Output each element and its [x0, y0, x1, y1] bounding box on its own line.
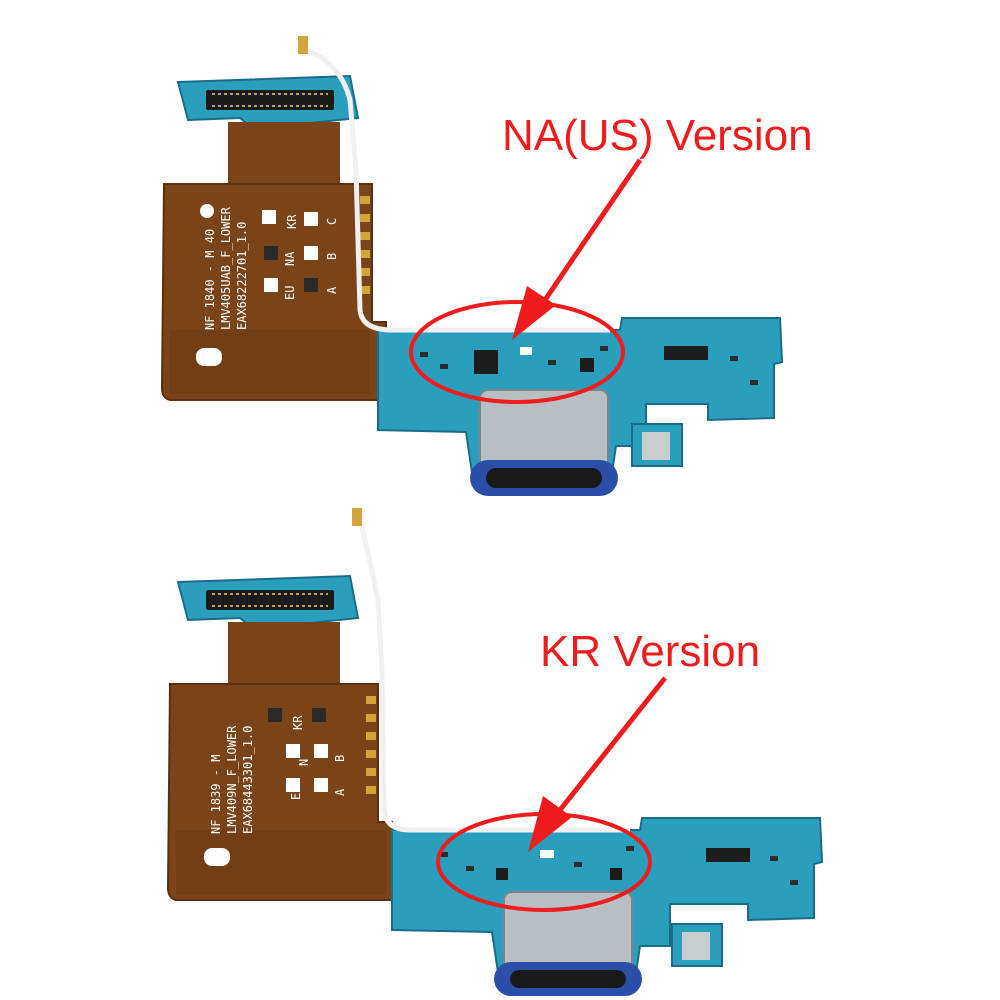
bottom-marker-kr: KR — [291, 715, 305, 730]
top-flex-slot — [196, 348, 222, 366]
top-antenna-cable — [299, 45, 610, 333]
bottom-marker-eu: EU — [289, 786, 303, 800]
top-marker-labels-e: EU — [283, 286, 297, 300]
bottom-marker-labels-c: B — [333, 755, 347, 762]
top-small-chip — [580, 358, 594, 372]
top-antenna-tip — [298, 36, 308, 54]
bottom-passives — [440, 846, 798, 885]
top-ic-chip — [474, 350, 498, 374]
bottom-silk-line-2: LMV409N_F_LOWER — [225, 725, 239, 834]
top-silkscreen-group: NF 1840 - M 40 LMV405UAB_F_LOWER EAX6822… — [203, 206, 249, 330]
top-arrow-shaft — [542, 158, 643, 302]
top-fpc-connector — [664, 346, 708, 360]
kr-version-label: KR Version — [540, 627, 761, 676]
bottom-usb-c-opening — [510, 970, 626, 988]
top-flex-hole — [200, 204, 214, 218]
bottom-arrow-head — [528, 796, 572, 852]
bottom-marker-b: B — [333, 755, 347, 762]
top-silk-line-1: NF 1840 - M 40 — [203, 229, 217, 330]
top-usb-c-opening — [486, 468, 602, 488]
bottom-fpc-connector — [706, 848, 750, 862]
top-marker-labels-a: KR — [285, 214, 299, 229]
bottom-antenna-tip — [352, 508, 362, 526]
bottom-board-photo: NF 1839 - M LMV409N_F_LOWER EAX68443301_… — [0, 500, 1000, 1000]
top-marker-labels-d: B — [325, 253, 339, 260]
top-connector-pins — [212, 93, 328, 107]
top-board-photo: NF 1840 - M 40 LMV405UAB_F_LOWER EAX6822… — [160, 36, 813, 496]
bottom-marker-a: A — [333, 788, 347, 796]
top-marker-eu: EU — [283, 286, 297, 300]
bottom-edge-contacts — [366, 696, 376, 794]
bottom-marker-n: N — [297, 759, 311, 766]
bottom-silk-line-1: NF 1839 - M — [209, 755, 223, 834]
bottom-connector-pins — [212, 593, 328, 607]
top-board-drawing: NF 1840 - M 40 LMV405UAB_F_LOWER EAX6822… — [160, 36, 784, 496]
top-marker-labels-f: A — [325, 286, 339, 294]
top-marker-a: A — [325, 286, 339, 294]
bottom-flex-neck — [228, 622, 340, 684]
top-edge-contacts — [360, 196, 370, 294]
bottom-marker-labels-e: A — [333, 788, 347, 796]
top-marker-b: B — [325, 253, 339, 260]
top-flex-neck — [228, 122, 340, 184]
bottom-flex-slot — [204, 848, 230, 866]
bottom-silk-line-3: EAX68443301_1.0 — [241, 726, 255, 834]
top-passives — [420, 346, 758, 385]
bottom-small-chip — [610, 868, 622, 880]
bottom-ic-chip — [496, 868, 508, 880]
top-white-pad — [520, 347, 532, 355]
top-marker-kr: KR — [285, 214, 299, 229]
bottom-marker-grid — [268, 708, 328, 792]
top-arrow-head — [512, 286, 556, 340]
top-marker-grid — [262, 210, 318, 292]
bottom-antenna-cable — [357, 519, 630, 833]
bottom-arrow-shaft — [558, 676, 667, 812]
bottom-silkscreen-group: NF 1839 - M LMV409N_F_LOWER EAX68443301_… — [209, 725, 255, 834]
top-silk-line-3: EAX68222701_1.0 — [235, 222, 249, 330]
top-marker-c: C — [325, 218, 339, 225]
top-marker-na: NA — [283, 251, 297, 266]
bottom-microphone-can — [682, 932, 710, 960]
top-marker-labels-c: NA — [283, 251, 297, 266]
na-us-version-label: NA(US) Version — [502, 111, 813, 160]
top-marker-labels-b: C — [325, 218, 339, 225]
bottom-marker-labels-b: N — [297, 759, 311, 766]
bottom-white-pad — [540, 850, 554, 858]
top-silk-line-2: LMV405UAB_F_LOWER — [219, 206, 233, 330]
bottom-board-drawing: NF 1839 - M LMV409N_F_LOWER EAX68443301_… — [166, 508, 824, 996]
top-highlight-ellipse — [409, 300, 625, 404]
top-microphone-can — [642, 432, 670, 460]
bottom-marker-labels-a: KR — [291, 715, 305, 730]
bottom-marker-labels-d: EU — [289, 786, 303, 800]
